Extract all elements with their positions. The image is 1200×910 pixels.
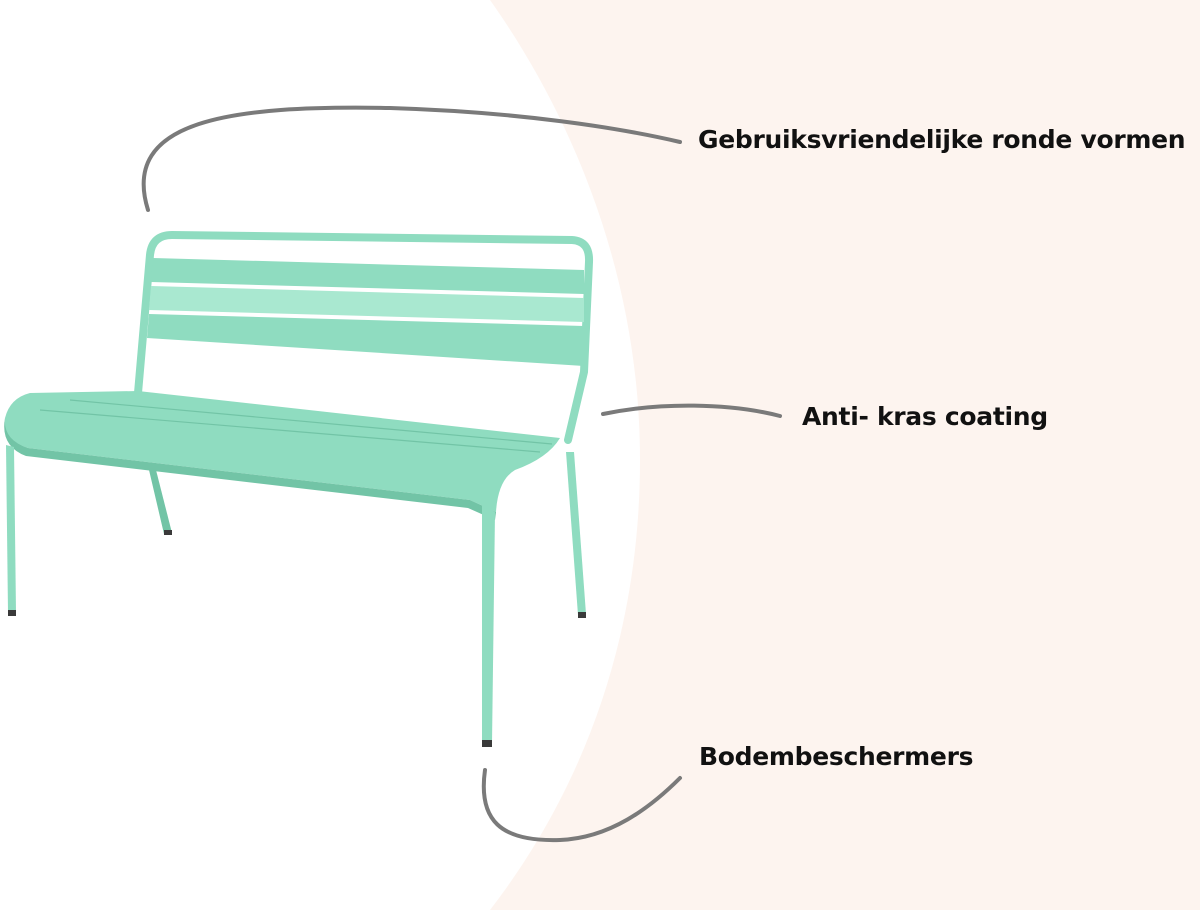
bench-seat-front-edge <box>4 418 497 520</box>
bench-back-left-leg <box>149 470 172 534</box>
bench-backrest-slat <box>151 258 584 294</box>
callout-line-rounded <box>141 105 682 212</box>
bench-seat <box>4 391 561 512</box>
bench-foot-cap <box>164 530 172 535</box>
bench-front-right-leg <box>482 504 495 744</box>
bench-foot-cap <box>578 612 586 618</box>
bench-foot-cap <box>482 740 492 747</box>
bench-seat-slat-line <box>69 399 553 445</box>
bench-seat-slat-line <box>39 409 541 453</box>
bench-backrest-slat <box>147 314 584 366</box>
callout-line-coating <box>601 403 782 418</box>
callout-label-floor-protectors: Bodembeschermers <box>699 742 974 771</box>
callout-line-feet <box>481 768 682 843</box>
bench-backrest-slat <box>149 286 584 322</box>
background-arc <box>490 0 1200 910</box>
bench-illustration <box>4 231 594 747</box>
bench-backrest-frame <box>134 231 594 444</box>
bench-back-right-leg <box>566 452 586 615</box>
callout-label-anti-scratch: Anti- kras coating <box>802 402 1048 431</box>
callout-label-rounded-shapes: Gebruiksvriendelijke ronde vormen <box>698 125 1186 154</box>
bench-front-left-leg <box>6 445 16 613</box>
bench-foot-cap <box>8 610 16 616</box>
